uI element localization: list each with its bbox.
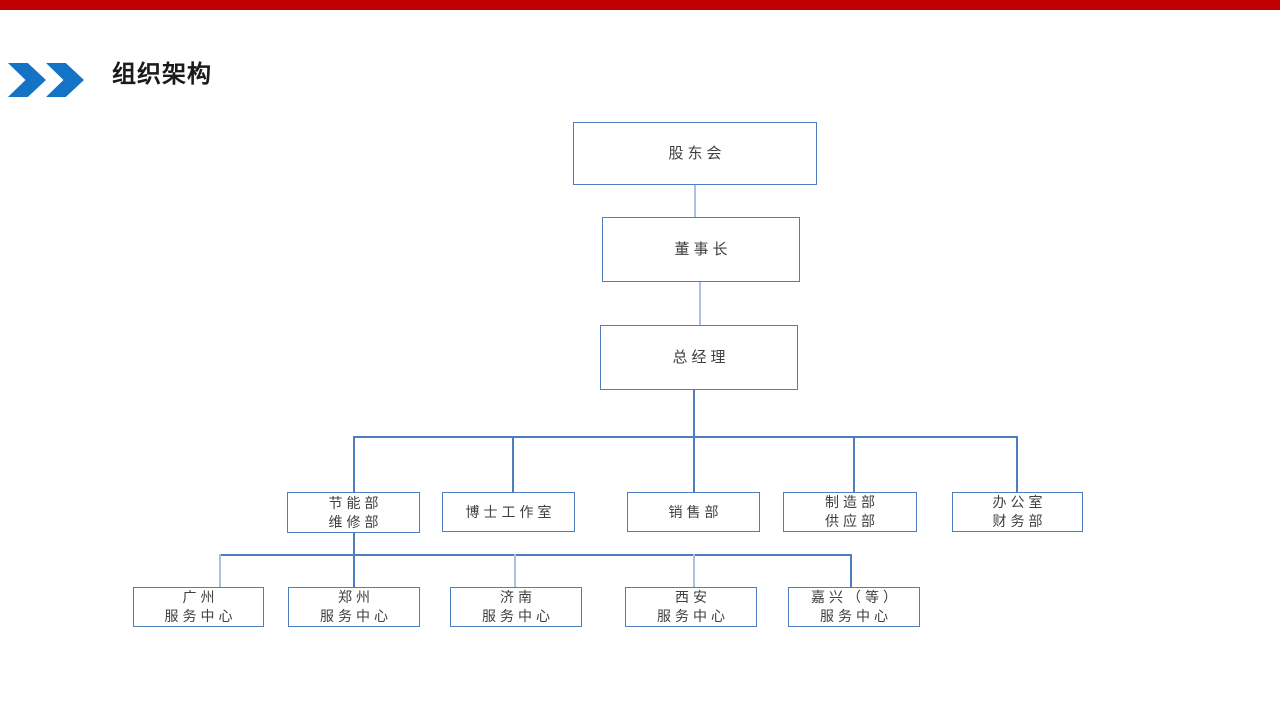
org-node-xian-service-center: 西安 服务中心: [625, 587, 757, 627]
org-node-office-finance-dept: 办公室 财务部: [952, 492, 1083, 532]
org-node-label: 嘉兴（等）: [811, 589, 901, 605]
connector-line: [694, 185, 696, 217]
connector-line: [353, 436, 355, 492]
org-node-label: 股东会: [668, 145, 726, 162]
org-node-label: 广州: [182, 589, 219, 605]
org-node-label: 服务中心: [657, 608, 729, 624]
double-chevron-icon: [8, 63, 88, 97]
connector-line: [1016, 436, 1018, 492]
org-node-label: 济南: [500, 589, 536, 605]
org-node-shareholders-meeting: 股东会: [573, 122, 817, 185]
connector-line: [514, 554, 516, 587]
org-node-guangzhou-service-center: 广州 服务中心: [133, 587, 264, 627]
org-node-doctor-studio: 博士工作室: [442, 492, 575, 532]
org-node-label: 办公室: [992, 494, 1047, 510]
org-node-label: 销售部: [668, 503, 723, 520]
org-node-label: 财务部: [992, 513, 1047, 529]
org-node-chairman: 董事长: [602, 217, 800, 282]
chevron-right-icon: [8, 63, 46, 97]
chevron-right-icon: [46, 63, 84, 97]
connector-line: [512, 436, 514, 492]
org-node-label: 郑州: [338, 589, 374, 605]
connector-line: [219, 554, 851, 556]
org-node-label: 节能部: [328, 494, 383, 511]
org-node-label: 制造部: [825, 494, 879, 510]
org-node-label: 供应部: [825, 513, 879, 529]
org-node-label: 维修部: [328, 513, 383, 530]
connector-line: [693, 390, 695, 436]
connector-line: [693, 554, 695, 587]
org-node-label: 博士工作室: [465, 503, 556, 520]
org-node-label: 服务中心: [482, 608, 554, 624]
connector-line: [850, 554, 852, 587]
org-node-energy-maintenance-dept: 节能部 维修部: [287, 492, 420, 533]
org-node-sales-dept: 销售部: [627, 492, 760, 532]
org-node-label: 服务中心: [320, 608, 392, 624]
org-node-zhengzhou-service-center: 郑州 服务中心: [288, 587, 420, 627]
org-node-jinan-service-center: 济南 服务中心: [450, 587, 582, 627]
org-node-label: 服务中心: [820, 608, 892, 624]
org-node-label: 董事长: [674, 241, 732, 258]
connector-line: [353, 436, 1017, 438]
top-accent-bar: [0, 0, 1280, 10]
org-node-label: 总经理: [672, 349, 730, 366]
page-title: 组织架构: [112, 61, 212, 88]
org-node-manufacturing-supply-dept: 制造部 供应部: [783, 492, 917, 532]
connector-line: [699, 282, 701, 325]
org-node-jiaxing-service-center: 嘉兴（等） 服务中心: [788, 587, 920, 627]
header: 组织架构: [0, 55, 1280, 105]
org-node-general-manager: 总经理: [600, 325, 798, 390]
org-node-label: 服务中心: [164, 608, 237, 624]
connector-line: [219, 554, 221, 587]
org-node-label: 西安: [675, 589, 711, 605]
connector-line: [693, 436, 695, 492]
connector-line: [353, 533, 355, 587]
connector-line: [853, 436, 855, 492]
